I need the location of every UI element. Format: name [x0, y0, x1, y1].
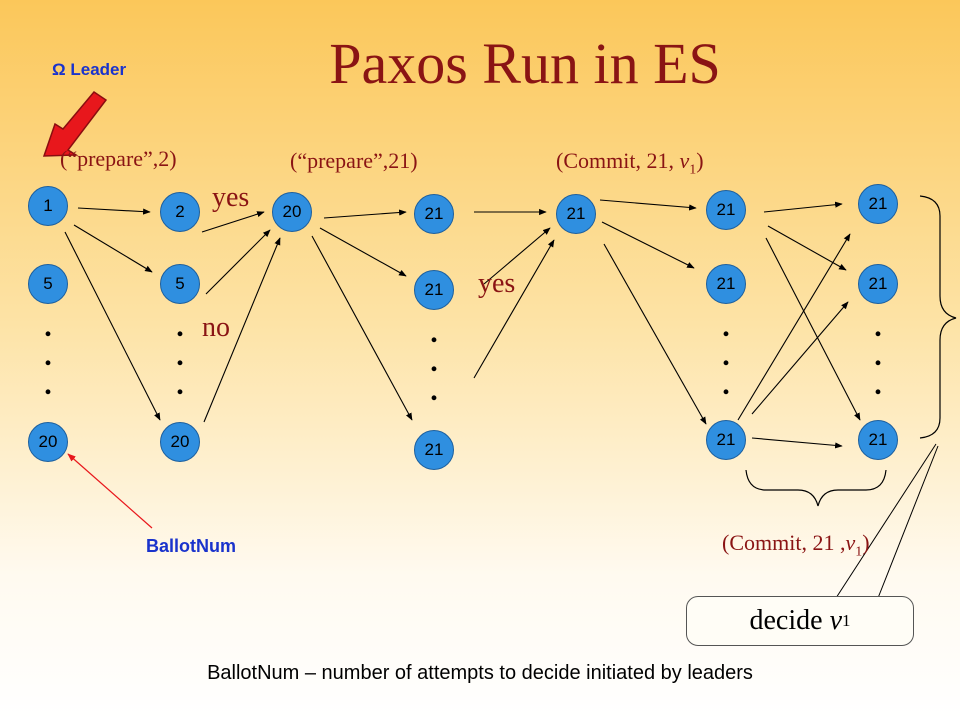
edge	[765, 237, 861, 421]
node-c4-bot: 21	[414, 430, 454, 470]
leader-arrow	[42, 91, 108, 157]
yes-label-1: yes	[212, 182, 250, 213]
commit-bottom-label: (Commit, 21 ,v1)	[722, 530, 870, 560]
edge	[601, 221, 695, 269]
no-label: no	[202, 312, 230, 343]
edge	[319, 227, 407, 277]
ellipsis-c1: ...	[44, 310, 52, 401]
commit-top-label: (Commit, 21, v1)	[556, 148, 704, 178]
ellipsis-c7: ...	[874, 310, 882, 401]
node-c6-top: 21	[706, 190, 746, 230]
edge	[311, 235, 413, 421]
node-c7-bot: 21	[858, 420, 898, 460]
right-brace	[919, 195, 957, 439]
page-title: Paxos Run in ES	[329, 31, 721, 96]
leader-label: Ω Leader	[52, 60, 127, 79]
edge	[751, 301, 849, 415]
prepare-21-label: (“prepare”,21)	[290, 148, 418, 173]
node-c5-top: 21	[556, 194, 596, 234]
node-c2-top: 2	[160, 192, 200, 232]
callout-line	[835, 443, 937, 599]
edge	[599, 199, 697, 211]
yes-label-2: yes	[478, 268, 516, 299]
ellipsis-c4: ...	[430, 316, 438, 407]
node-c4-top: 21	[414, 194, 454, 234]
edge	[737, 233, 851, 421]
edge	[203, 237, 281, 423]
edge	[473, 239, 555, 379]
node-c7-top: 21	[858, 184, 898, 224]
edge	[205, 229, 271, 295]
edge	[763, 201, 843, 213]
node-c4-mid: 21	[414, 270, 454, 310]
node-c6-mid: 21	[706, 264, 746, 304]
ballotnum-label: BallotNum	[146, 536, 236, 556]
bottom-brace	[745, 469, 887, 507]
footer-note: BallotNum – number of attempts to decide…	[207, 662, 753, 684]
edge	[751, 437, 843, 449]
node-c6-bot: 21	[706, 420, 746, 460]
ellipsis-c2: ...	[176, 310, 184, 401]
edge	[201, 211, 265, 233]
callout-line	[877, 445, 939, 599]
ballotnum-pointer	[67, 453, 153, 529]
edge	[483, 227, 551, 285]
node-c3-top: 20	[272, 192, 312, 232]
node-c2-bot: 20	[160, 422, 200, 462]
node-c2-mid: 5	[160, 264, 200, 304]
node-c1-bot: 20	[28, 422, 68, 462]
edge	[603, 243, 707, 425]
edge	[323, 209, 407, 219]
edge	[77, 207, 151, 215]
edge	[73, 224, 153, 273]
node-c7-mid: 21	[858, 264, 898, 304]
node-c1-top: 1	[28, 186, 68, 226]
node-c1-mid: 5	[28, 264, 68, 304]
edge	[64, 231, 161, 421]
prepare-2-label: (“prepare”,2)	[60, 146, 177, 171]
ellipsis-c6: ...	[722, 310, 730, 401]
